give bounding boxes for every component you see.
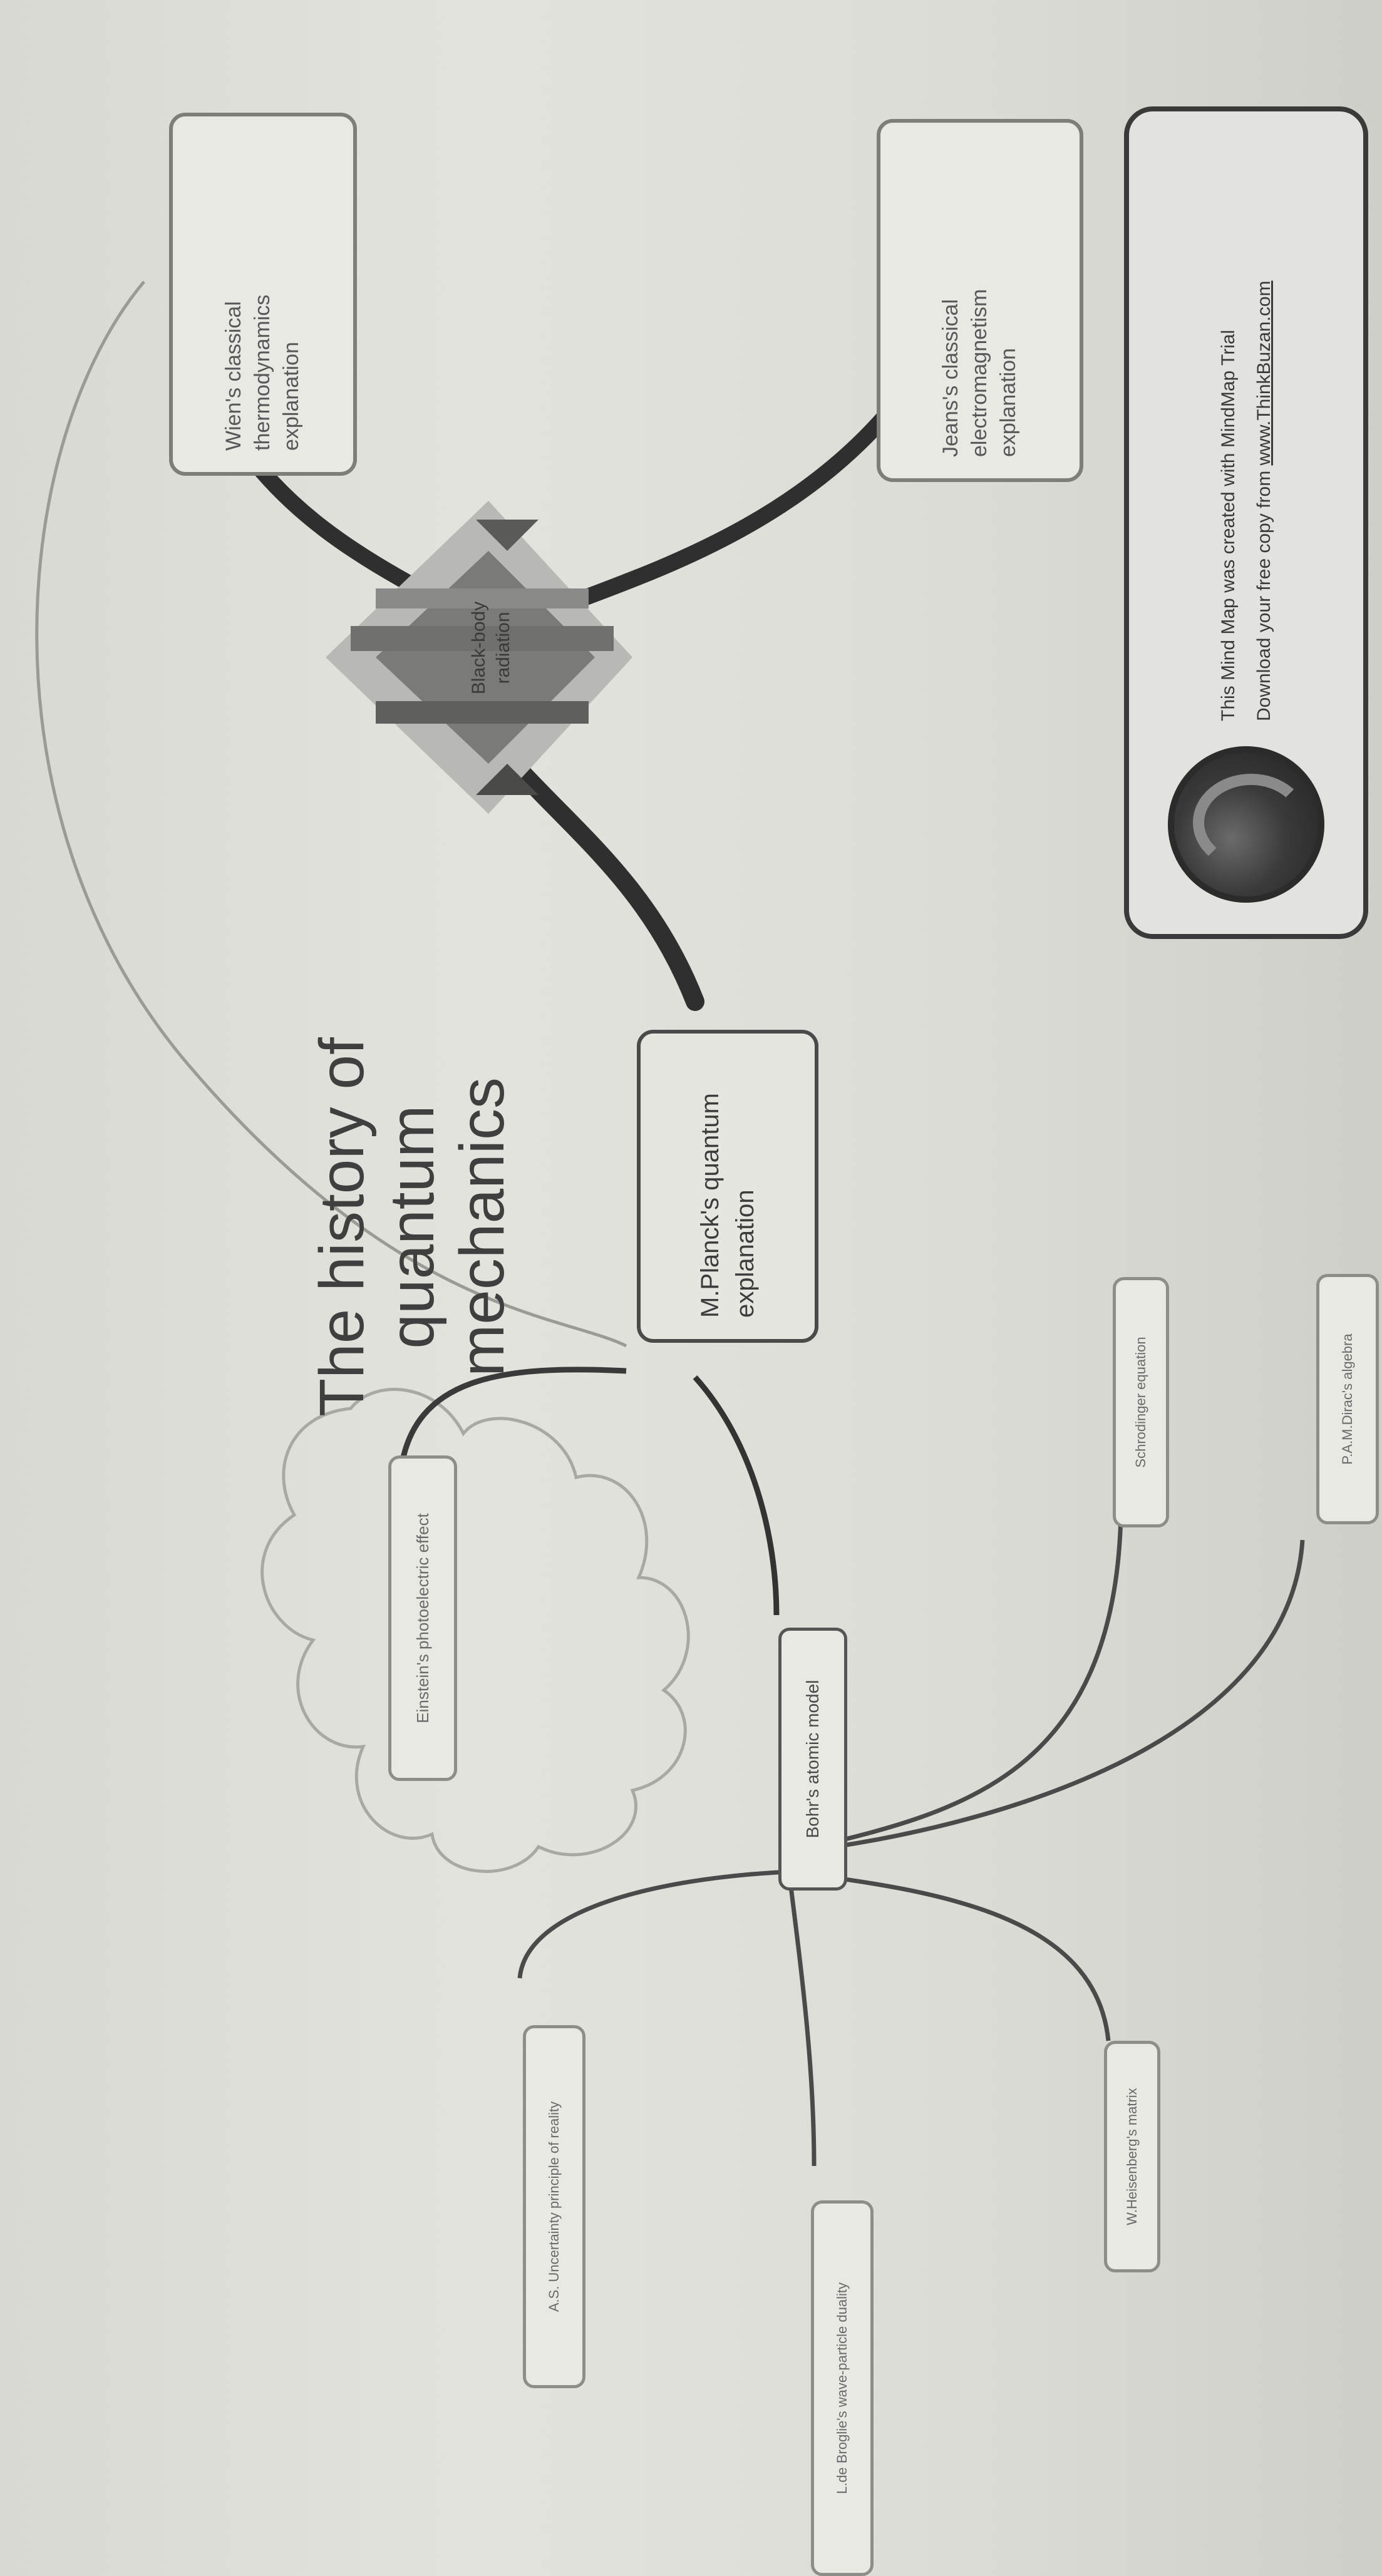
trial-banner: This Mind Map was created with MindMap T… bbox=[1124, 106, 1368, 939]
branch-heisenberg bbox=[788, 1869, 1111, 2041]
thinkbuzan-logo-icon bbox=[1168, 746, 1324, 903]
branch-debroglie bbox=[786, 1871, 817, 2167]
branch-einstein bbox=[398, 1367, 627, 1472]
node-einstein[interactable]: Einstein's photoelectric effect bbox=[388, 1455, 457, 1781]
node-wien[interactable]: Wien's classical thermodynamics explanat… bbox=[169, 113, 357, 476]
node-jeans[interactable]: Jeans's classical electromagnetism expla… bbox=[877, 119, 1083, 482]
banner-line-1: This Mind Map was created with MindMap T… bbox=[1218, 329, 1239, 721]
node-debroglie[interactable]: L.de Broglie's wave-particle duality bbox=[811, 2200, 874, 2576]
branch-jeans bbox=[568, 380, 916, 609]
node-uncertainty[interactable]: A.S. Uncertainty principle of reality bbox=[523, 2025, 585, 2388]
branch-bohr bbox=[693, 1375, 780, 1616]
branch-planck bbox=[504, 754, 704, 1011]
banner-text: This Mind Map was created with MindMap T… bbox=[1210, 280, 1282, 721]
einstein-cloud bbox=[260, 1388, 690, 1873]
branch-wien bbox=[242, 449, 415, 590]
node-schrodinger[interactable]: Schrodinger equation bbox=[1113, 1277, 1169, 1527]
node-heisenberg[interactable]: W.Heisenberg's matrix bbox=[1104, 2041, 1160, 2272]
branch-schrodinger bbox=[788, 1514, 1123, 1855]
banner-line-2-prefix: Download your free copy from bbox=[1254, 465, 1274, 721]
map-title: The history of quantum mechanics bbox=[307, 1037, 517, 1417]
branch-dirac bbox=[788, 1539, 1305, 1855]
banner-link[interactable]: www.ThinkBuzan.com bbox=[1254, 280, 1274, 466]
central-topic-label: Black-body radiation bbox=[468, 601, 513, 695]
branch-uncertainty bbox=[517, 1869, 790, 1979]
wien-planck-link bbox=[35, 280, 627, 1348]
node-bohr[interactable]: Bohr's atomic model bbox=[778, 1628, 847, 1891]
node-dirac[interactable]: P.A.M.Dirac's algebra bbox=[1316, 1274, 1379, 1524]
node-planck[interactable]: M.Planck's quantum explanation bbox=[637, 1030, 818, 1343]
banner-line-2: Download your free copy from www.ThinkBu… bbox=[1246, 280, 1282, 721]
central-topic-shape bbox=[326, 501, 632, 814]
